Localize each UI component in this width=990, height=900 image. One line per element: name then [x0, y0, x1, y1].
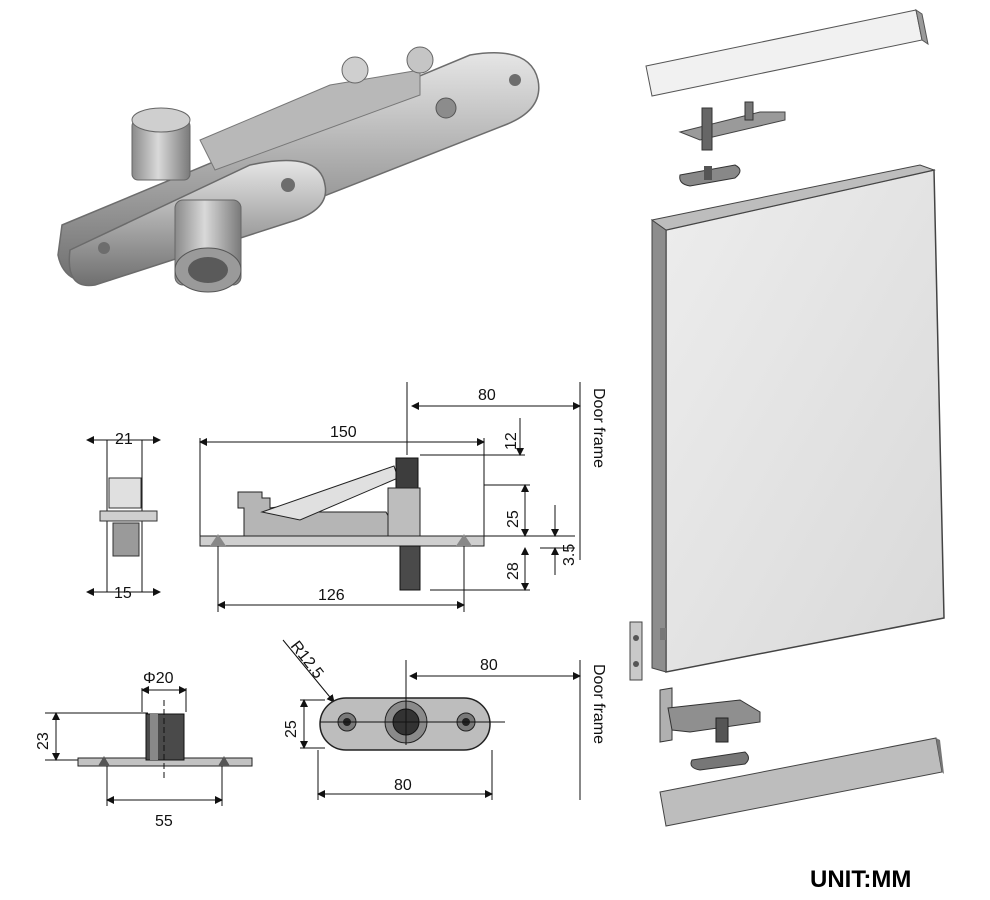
dim-126: 126 [318, 587, 345, 604]
top-view-drawing: 21 15 [86, 431, 161, 602]
top-hinge-part [678, 101, 786, 187]
dim-80-plan-top: 80 [480, 657, 498, 674]
dim-150: 150 [330, 424, 357, 441]
plan-plate-drawing: R12.5 25 80 80 Door frame [282, 638, 607, 800]
dim-25-side: 25 [505, 510, 522, 528]
dim-28: 28 [505, 562, 522, 580]
dim-25-plan: 25 [283, 720, 300, 738]
dim-80-plan-bottom: 80 [394, 777, 412, 794]
dim-55: 55 [155, 813, 173, 830]
hinge-photo [57, 46, 540, 293]
dim-r12-5: R12.5 [287, 638, 327, 682]
unit-label: UNIT:MM [810, 866, 912, 893]
side-view-drawing: 150 80 126 12 25 28 3.5 Door frame [199, 382, 607, 612]
door-frame-label-top: Door frame [590, 388, 607, 468]
bottom-hinge-part [659, 687, 761, 771]
dim-3-5: 3.5 [561, 544, 578, 566]
dim-23: 23 [35, 732, 52, 750]
dim-80-top: 80 [478, 387, 496, 404]
dim-12: 12 [503, 432, 520, 450]
pin-base-drawing: Φ20 23 55 [35, 670, 253, 830]
door-illustration [629, 8, 945, 827]
dim-15: 15 [114, 585, 132, 602]
dim-phi-20: Φ20 [143, 670, 174, 687]
dim-21: 21 [115, 431, 133, 448]
door-frame-label-bottom: Door frame [590, 664, 607, 744]
